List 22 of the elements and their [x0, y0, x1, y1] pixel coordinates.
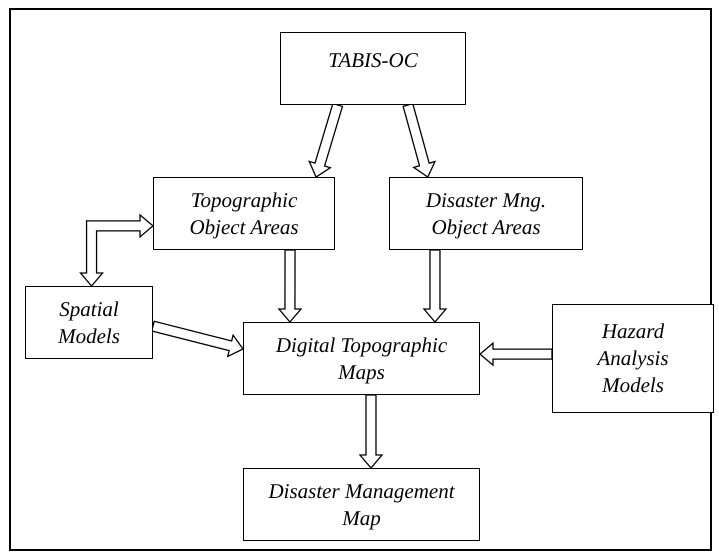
box-label: Digital Topographic Maps: [274, 332, 448, 386]
box-label: Topographic Object Areas: [188, 186, 300, 240]
box-label: TABIS-OC: [328, 47, 418, 74]
block-arrow: [358, 394, 384, 469]
block-arrow: [308, 102, 344, 178]
process-box: [389, 177, 583, 250]
process-box: [280, 32, 466, 105]
box-label: Disaster Mng. Object Areas: [424, 186, 548, 240]
block-arrow: [402, 102, 436, 178]
box-label: Disaster Management Map: [267, 478, 456, 532]
block-arrow: [150, 320, 244, 358]
block-arrow: [278, 249, 302, 323]
block-arrow: [79, 214, 154, 287]
box-label: Spatial Models: [57, 296, 121, 350]
process-box: [25, 286, 153, 359]
process-box: [552, 304, 714, 413]
box-label: Hazard Analysis Models: [595, 318, 670, 399]
block-arrow: [479, 342, 553, 367]
process-box: [243, 322, 480, 395]
process-box: [153, 177, 335, 250]
process-box: [243, 468, 480, 541]
block-arrow: [422, 249, 448, 323]
